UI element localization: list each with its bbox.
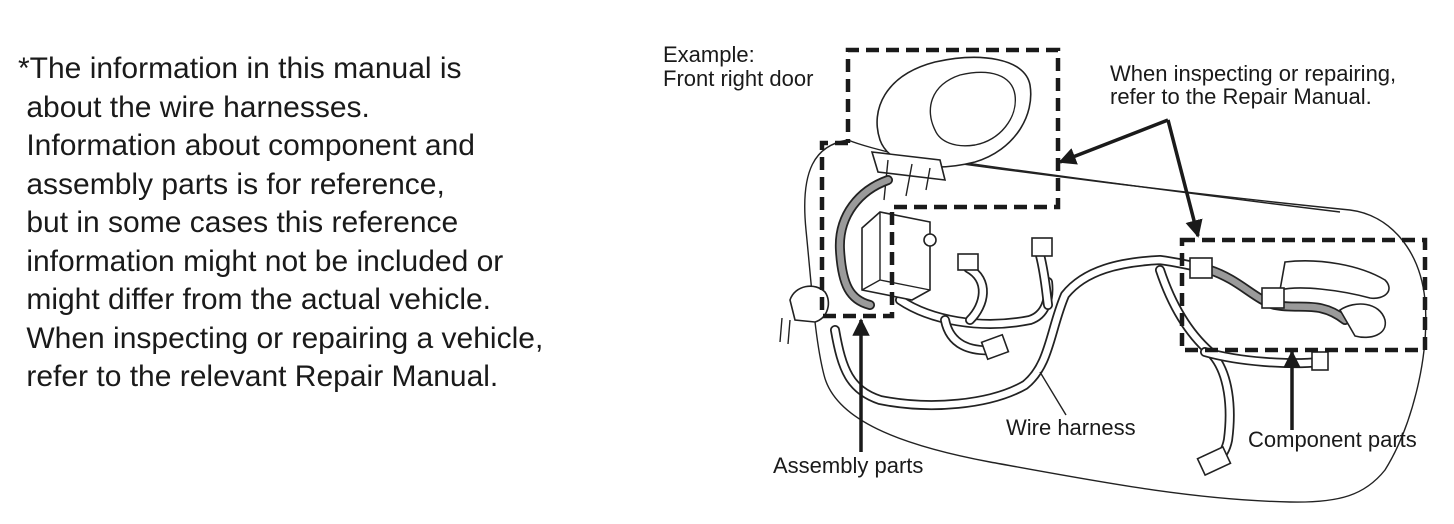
- assembly-module: [861, 211, 937, 301]
- assembly-parts-box: [819, 47, 1061, 319]
- connectors: [779, 237, 1329, 477]
- wire-harness-leader: [1039, 371, 1067, 416]
- example-location-label: Front right door: [663, 66, 813, 91]
- example-label: Example:: [663, 42, 755, 67]
- note-line: *The information in this manual is: [18, 52, 462, 85]
- note-line: refer to the relevant Repair Manual.: [18, 360, 499, 393]
- door-trim-line: [929, 157, 1341, 213]
- side-mirror: [870, 56, 1032, 201]
- note-line: Information about component and: [18, 129, 475, 162]
- wire-harness-label: Wire harness: [1006, 415, 1136, 440]
- note-line: but in some cases this reference: [18, 206, 459, 239]
- note-line: might differ from the actual vehicle.: [18, 283, 491, 316]
- repair-note-arrow-mirror: [1058, 118, 1169, 165]
- mirror-sub-harness: [834, 175, 893, 310]
- component-parts-label: Component parts: [1248, 427, 1417, 452]
- door-handle-component: [1189, 257, 1390, 339]
- note-line: When inspecting or repairing a vehicle,: [18, 321, 544, 355]
- wire-harness: [830, 250, 1325, 467]
- note-line: about the wire harnesses.: [18, 90, 370, 124]
- repair-note-arrow-component: [1166, 119, 1203, 238]
- assembly-parts-label: Assembly parts: [773, 453, 923, 478]
- note-line: information might not be included or: [18, 244, 504, 278]
- repair-note-line1: When inspecting or repairing,: [1110, 61, 1396, 86]
- repair-note-line2: refer to the Repair Manual.: [1110, 84, 1372, 109]
- manual-note: *The information in this manual is about…: [18, 50, 618, 397]
- component-parts-box: [1179, 237, 1428, 353]
- note-line: assembly parts is for reference,: [18, 167, 445, 201]
